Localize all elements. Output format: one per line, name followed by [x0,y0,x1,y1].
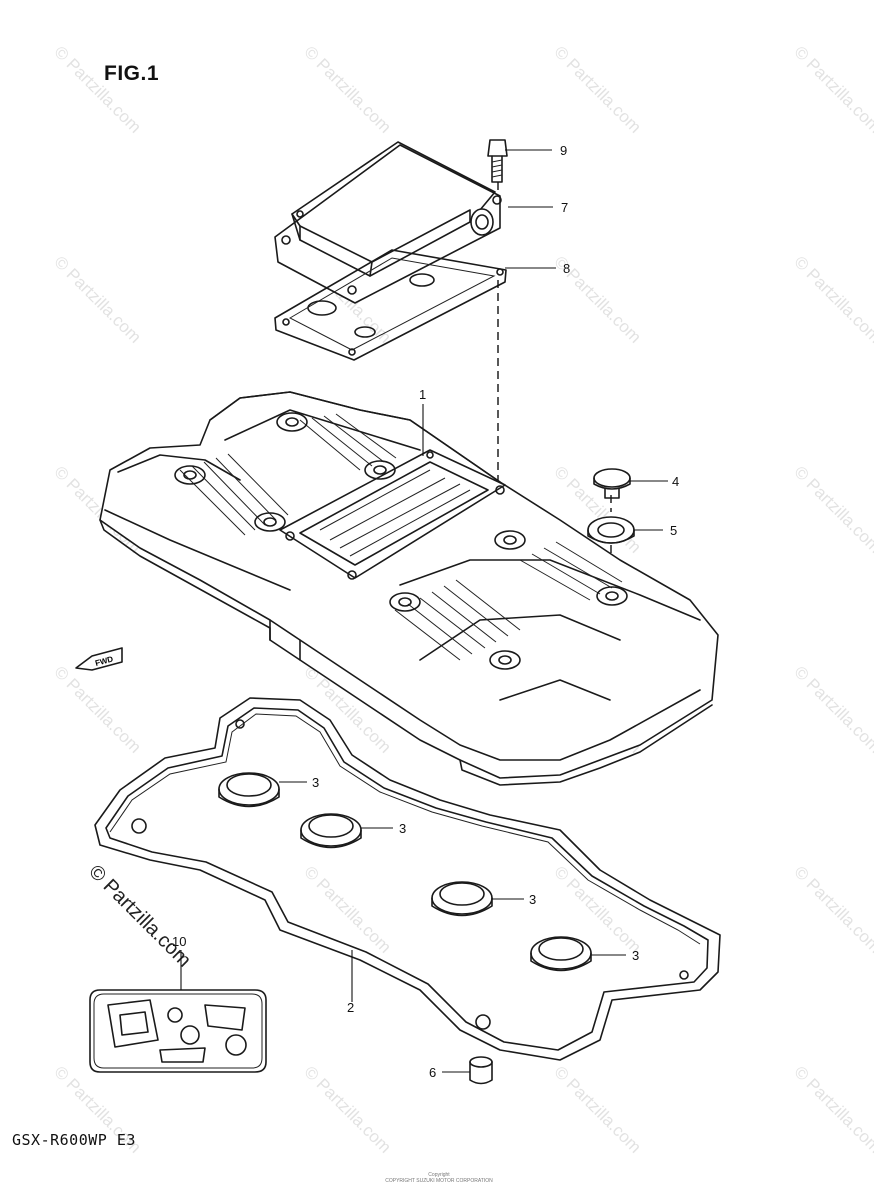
callout-number: 10 [172,934,186,949]
callout-number: 9 [560,143,567,158]
callout-number: 3 [312,775,319,790]
gasket-set[interactable] [89,989,267,1073]
callout-number: 2 [347,1000,354,1015]
gasket-washer[interactable] [587,516,635,544]
model-code: GSX-R600WP E3 [12,1131,136,1149]
head-cover-gasket[interactable] [94,697,721,1061]
leader-lines [180,149,668,1073]
breather-cover[interactable] [274,141,502,304]
breather-gasket[interactable] [274,249,507,361]
copyright-note: Copyright COPYRIGHT SUZUKI MOTOR CORPORA… [384,1172,494,1184]
callout-number: 3 [529,892,536,907]
plug-hole-seal[interactable] [530,936,592,972]
callout-number: 8 [563,261,570,276]
plug-hole-seal[interactable] [300,813,362,849]
callout-number: 3 [632,948,639,963]
copyright-line: COPYRIGHT SUZUKI MOTOR CORPORATION [385,1178,493,1184]
callout-number: 7 [561,200,568,215]
bolt-9[interactable] [487,139,508,183]
plug-hole-seal[interactable] [218,772,280,808]
cylinder-head-cover[interactable] [99,391,719,786]
callout-number: 1 [419,387,426,402]
dowel-pin[interactable] [469,1056,493,1085]
bolt-4[interactable] [593,468,631,499]
callout-numbers: 9 7 8 1 4 5 3 3 3 3 2 6 10 [172,143,679,1080]
forward-arrow-icon: FWD [75,647,123,671]
callout-number: 3 [399,821,406,836]
callout-number: 5 [670,523,677,538]
plug-hole-seal[interactable] [431,881,493,917]
copyright-line: Copyright [428,1172,450,1178]
callout-number: 4 [672,474,679,489]
figure-title: FIG.1 [104,62,160,85]
callout-number: 6 [429,1065,436,1080]
